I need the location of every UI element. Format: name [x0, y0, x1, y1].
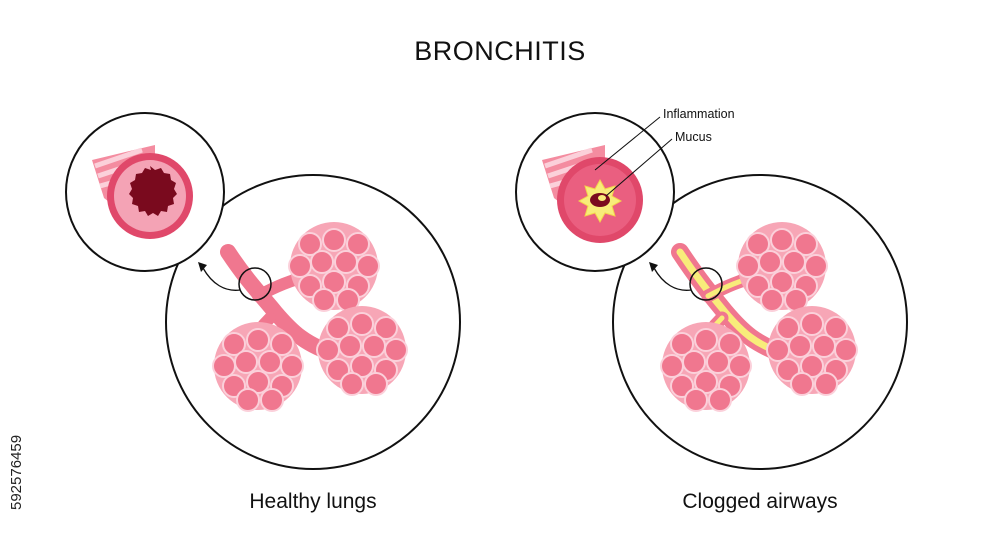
stock-id-watermark: 592576459: [8, 434, 25, 510]
mucus-label: Mucus: [675, 130, 712, 144]
healthy-bronchus-tube: [92, 145, 193, 239]
zoom-arrow-head: [198, 262, 207, 272]
zoom-arrow: [653, 267, 692, 291]
page-title: BRONCHITIS: [414, 36, 586, 66]
inflammation-label: Inflammation: [663, 107, 735, 121]
mucus-leader-line: [605, 138, 673, 197]
clogged-airways-caption: Clogged airways: [682, 490, 838, 513]
clogged-bronchus-tube: [542, 145, 643, 243]
inflammation-leader-line: [594, 116, 661, 171]
zoom-arrow-head: [649, 262, 658, 272]
clogged-lung-panel: [515, 112, 908, 470]
zoom-arrow: [202, 267, 241, 291]
healthy-lungs-caption: Healthy lungs: [249, 490, 377, 513]
zoom-marker-circle: [238, 267, 272, 301]
mucus-blob: [598, 195, 606, 201]
healthy-lung-panel: [65, 112, 461, 470]
zoom-marker-circle: [689, 267, 723, 301]
healthy-lumen: [129, 166, 177, 216]
